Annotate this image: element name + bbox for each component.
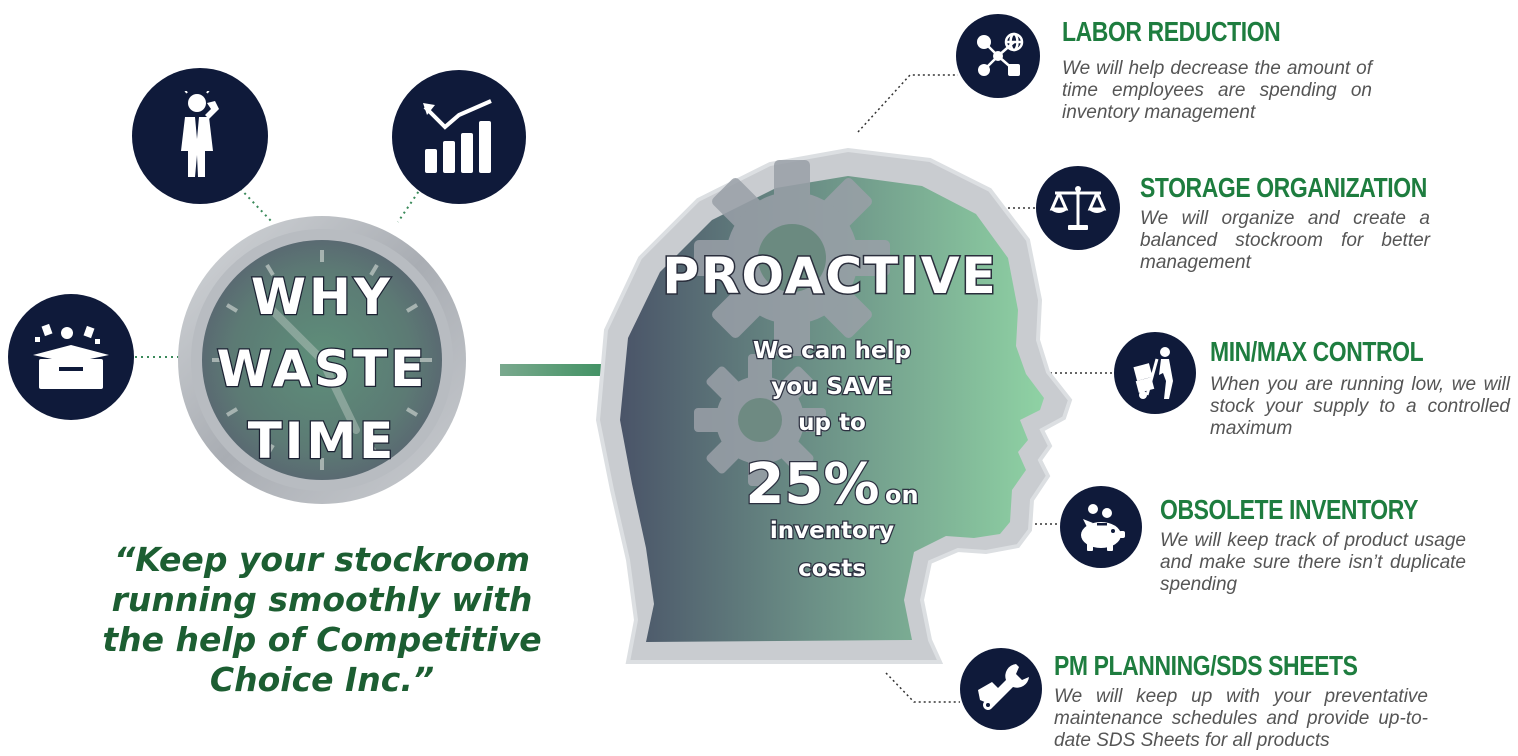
left-connectors	[135, 179, 426, 358]
feature-title-obsolete-inventory: OBSOLETE INVENTORY	[1160, 494, 1418, 525]
feature-title-storage-organization: STORAGE ORGANIZATION	[1140, 172, 1427, 203]
save-line-2: you SAVE	[770, 373, 894, 402]
clock-line-1: WHY	[250, 267, 394, 328]
hand-truck-icon	[1114, 332, 1196, 414]
scale-icon	[1036, 166, 1120, 250]
feature-desc-min-max-control: When you are running low, we will stock …	[1210, 374, 1510, 439]
clock-line-2: WASTE	[215, 339, 428, 400]
stressed-person-icon	[132, 68, 268, 204]
feature-title-pm-planning: PM PLANNING/SDS SHEETS	[1054, 650, 1358, 681]
wrench-icon	[960, 648, 1042, 730]
head-graphic	[595, 147, 1073, 664]
tail-line-1: inventory	[769, 517, 896, 546]
arrow-graphic	[500, 352, 640, 388]
feature-title-labor-reduction: LABOR REDUCTION	[1062, 16, 1281, 47]
proactive-heading: PROACTIVE	[661, 246, 998, 307]
feature-title-min-max-control: MIN/MAX CONTROL	[1210, 336, 1424, 367]
feature-desc-pm-planning: We will keep up with your preventative m…	[1054, 686, 1428, 751]
feature-desc-obsolete-inventory: We will keep track of product usage and …	[1160, 530, 1466, 595]
save-line-3: up to	[797, 409, 867, 438]
tail-line-2: costs	[797, 555, 867, 584]
messy-box-icon	[8, 294, 134, 420]
save-line-1: We can help	[752, 337, 913, 366]
tagline-quote: “Keep your stockroom running smoothly wi…	[102, 540, 542, 699]
declining-chart-icon	[392, 70, 526, 204]
piggy-bank-icon	[1060, 486, 1142, 568]
percent-suffix: on	[884, 480, 920, 511]
clock-line-3: TIME	[246, 411, 397, 472]
network-icon	[956, 14, 1040, 98]
feature-desc-labor-reduction: We will help decrease the amount of time…	[1062, 58, 1372, 123]
savings-percent: 25% on	[712, 451, 952, 519]
feature-desc-storage-organization: We will organize and create a balanced s…	[1140, 208, 1430, 273]
percent-value: 25%	[744, 451, 881, 519]
clock-graphic	[178, 216, 466, 504]
